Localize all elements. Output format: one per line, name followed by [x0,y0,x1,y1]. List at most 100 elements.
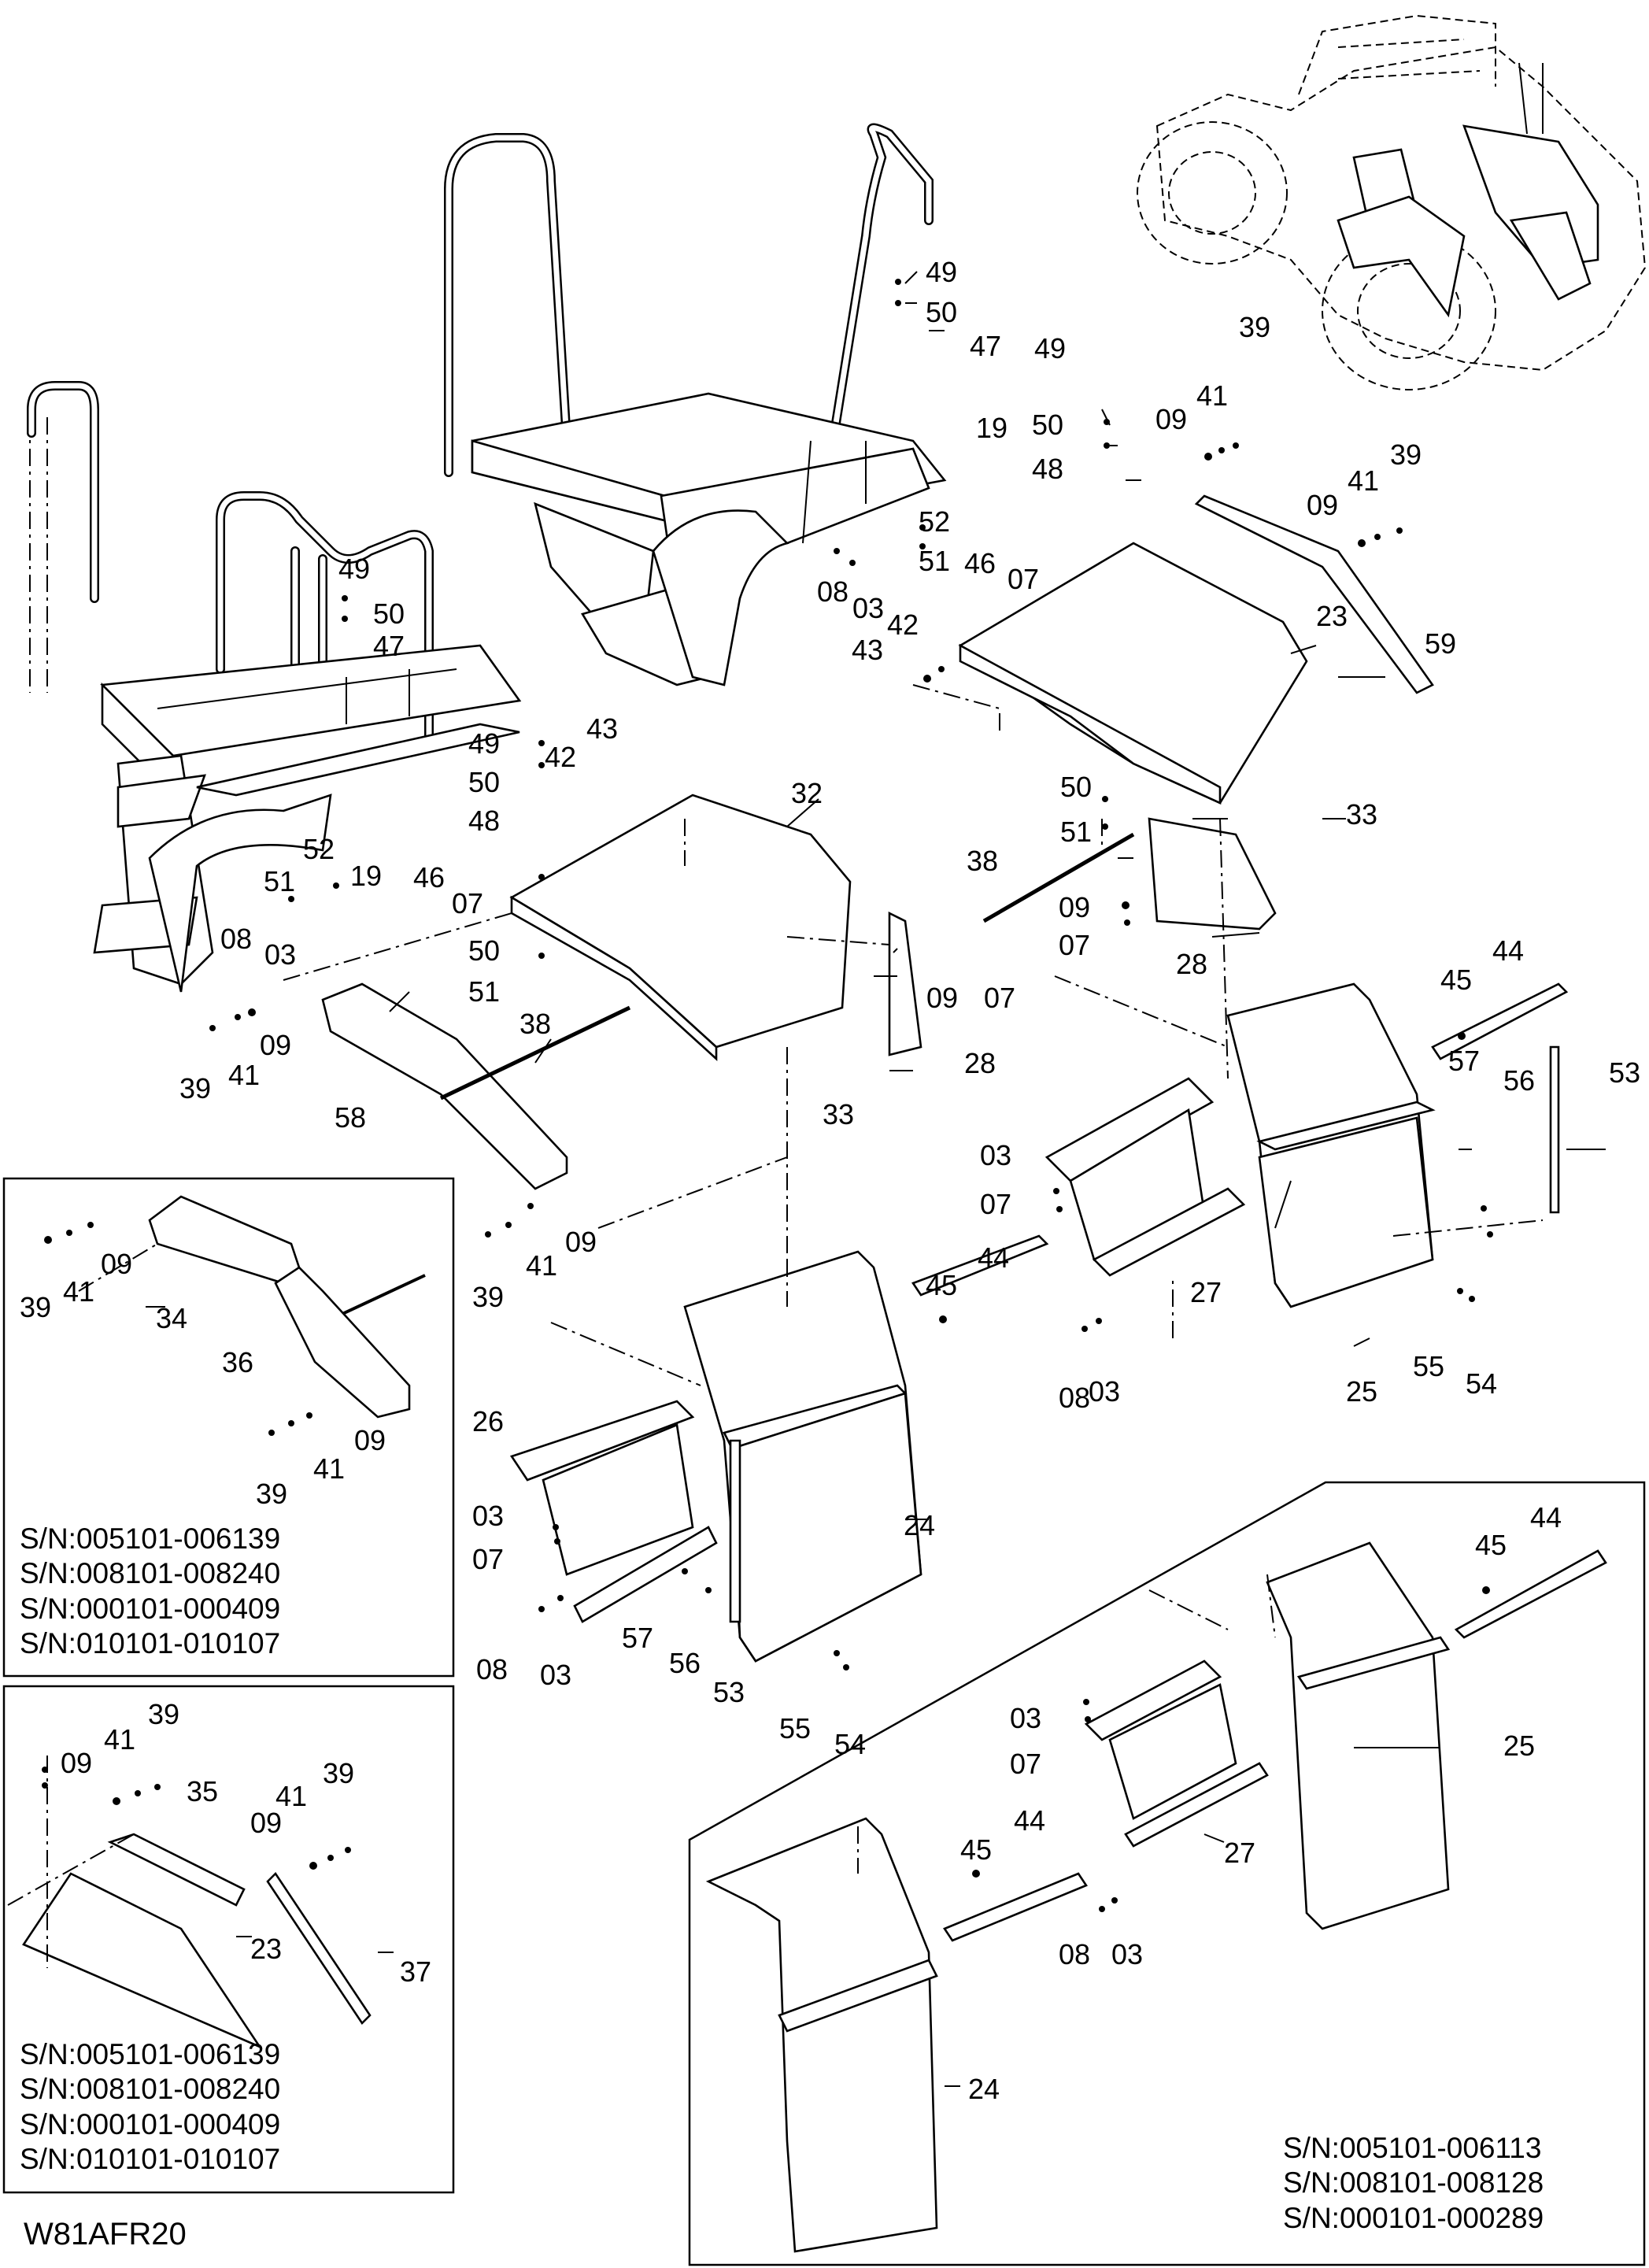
callout-24: 24 [904,1509,936,1541]
callout-23: 23 [1316,600,1348,632]
callout-50: 50 [373,598,405,630]
callout-09: 09 [565,1226,597,1258]
callout-25: 25 [1346,1375,1378,1408]
callout-07: 07 [1059,929,1091,961]
callout-26: 26 [472,1405,505,1437]
callout-56: 56 [669,1647,701,1679]
callout-47: 47 [373,630,405,662]
loader-overview-illustration [1137,14,1647,390]
callout-50: 50 [1032,409,1064,441]
serial-number-list-bottom-right: S/N:005101-006113 S/N:008101-008128 S/N:… [1283,2131,1544,2236]
leader-lines [146,271,1606,2087]
callout-45: 45 [1475,1529,1507,1561]
center-mud-flap-lower [509,1234,1049,1663]
serial-number: S/N:000101-000409 [20,2107,281,2140]
callout-50: 50 [1060,771,1093,803]
callout-57: 57 [622,1622,654,1654]
callout-36: 36 [222,1346,254,1378]
callout-50: 50 [468,766,501,798]
callout-46: 46 [964,547,996,579]
callout-08: 08 [817,575,849,608]
serial-number: S/N:010101-010107 [20,1627,281,1660]
serial-number: S/N:005101-006139 [20,2038,281,2070]
top-left-inset-frame [2,1177,455,1678]
callout-42: 42 [545,741,577,773]
callout-43: 43 [586,712,619,745]
callout-39: 39 [20,1291,52,1323]
serial-number: S/N:005101-006139 [20,1522,281,1555]
callout-41: 41 [275,1780,308,1812]
callout-49: 49 [926,256,958,288]
hardware-fasteners [42,279,1493,1912]
callout-49: 49 [1034,332,1067,364]
callout-03: 03 [1010,1702,1042,1734]
callout-56: 56 [1503,1064,1536,1097]
callout-53: 53 [713,1676,745,1708]
callout-07: 07 [472,1543,505,1575]
callout-55: 55 [1413,1350,1445,1382]
serial-number: S/N:008101-008240 [20,1557,281,1590]
callout-39: 39 [256,1478,288,1510]
callout-38: 38 [519,1008,552,1040]
callout-24: 24 [968,2073,1000,2105]
callout-09: 09 [354,1424,386,1456]
callout-51: 51 [264,865,296,897]
callout-52: 52 [919,505,951,538]
callout-08: 08 [476,1653,508,1685]
callout-44: 44 [978,1241,1010,1274]
callout-07: 07 [980,1188,1012,1220]
drawing-id: W81AFR20 [24,2217,187,2251]
callout-07: 07 [452,887,484,919]
callout-03: 03 [540,1659,572,1691]
callout-41: 41 [526,1249,558,1282]
serial-number-list-bottom-left: S/N:005101-006139 S/N:008101-008240 S/N:… [20,2037,280,2177]
callout-08: 08 [220,923,253,955]
callout-43: 43 [852,634,884,666]
callout-49: 49 [338,553,371,585]
callout-48: 48 [468,805,501,837]
callout-39: 39 [179,1072,212,1104]
callout-38: 38 [967,845,999,877]
right-mud-flap-upper [1044,975,1569,1338]
callout-09: 09 [1307,489,1339,521]
callout-25: 25 [1503,1730,1536,1762]
callout-39: 39 [1390,438,1422,471]
callout-28: 28 [1176,948,1208,980]
callout-08: 08 [1059,1938,1091,1970]
bottom-right-inset-parts [705,1541,1607,2253]
top-left-inset-parts [78,1195,411,1419]
callout-03: 03 [264,938,297,971]
callout-07: 07 [984,982,1016,1014]
callout-03: 03 [1111,1938,1144,1970]
callout-41: 41 [104,1723,136,1756]
callout-19: 19 [976,412,1008,444]
callout-51: 51 [468,975,501,1008]
callout-39: 39 [1239,311,1271,343]
callout-09: 09 [101,1248,133,1280]
callout-27: 27 [1190,1276,1222,1308]
bottom-left-inset-frame [2,1685,455,2194]
callout-50: 50 [468,934,501,967]
callout-03: 03 [1089,1375,1121,1408]
callout-07: 07 [1008,563,1040,595]
callout-51: 51 [919,545,951,577]
callout-03: 03 [852,592,885,624]
right-rear-panel [1101,817,1277,1079]
callout-45: 45 [1440,964,1473,996]
callout-19: 19 [350,860,383,892]
callout-28: 28 [964,1047,996,1079]
callout-39: 39 [148,1698,180,1730]
serial-number-list-top-left: S/N:005101-006139 S/N:008101-008240 S/N:… [20,1522,280,1662]
callout-54: 54 [834,1728,867,1760]
callout-41: 41 [1196,379,1229,412]
callout-09: 09 [250,1807,283,1839]
callout-39: 39 [323,1757,355,1789]
callout-46: 46 [413,861,446,894]
callout-09: 09 [926,982,959,1014]
callout-44: 44 [1492,934,1525,967]
callout-58: 58 [335,1101,367,1134]
callout-23: 23 [250,1933,283,1965]
callout-53: 53 [1609,1056,1641,1089]
callout-39: 39 [472,1281,505,1313]
callout-52: 52 [303,833,335,865]
